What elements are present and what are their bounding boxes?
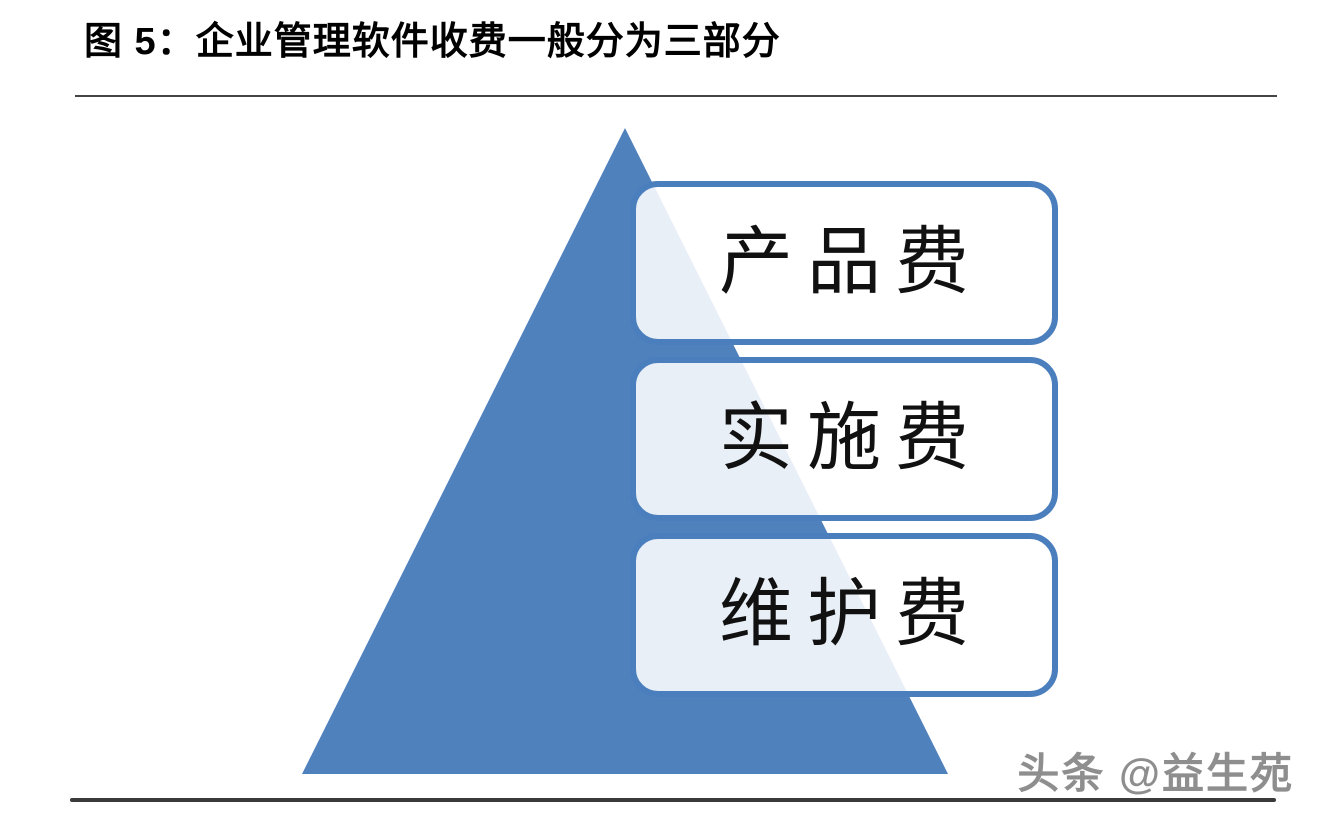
title-divider — [75, 95, 1277, 97]
fee-box-implementation: 实施费 — [630, 357, 1058, 521]
fee-label-implementation: 实施费 — [719, 398, 983, 480]
bottom-divider — [70, 798, 1276, 802]
toutiao-watermark: 头条 @益生苑 — [1017, 750, 1294, 797]
fee-label-maintenance: 维护费 — [719, 574, 983, 656]
fee-box-maintenance: 维护费 — [630, 533, 1058, 697]
fee-box-product: 产品费 — [630, 181, 1058, 345]
fee-label-product: 产品费 — [719, 222, 983, 304]
figure-title: 图 5：企业管理软件收费一般分为三部分 — [84, 21, 781, 63]
